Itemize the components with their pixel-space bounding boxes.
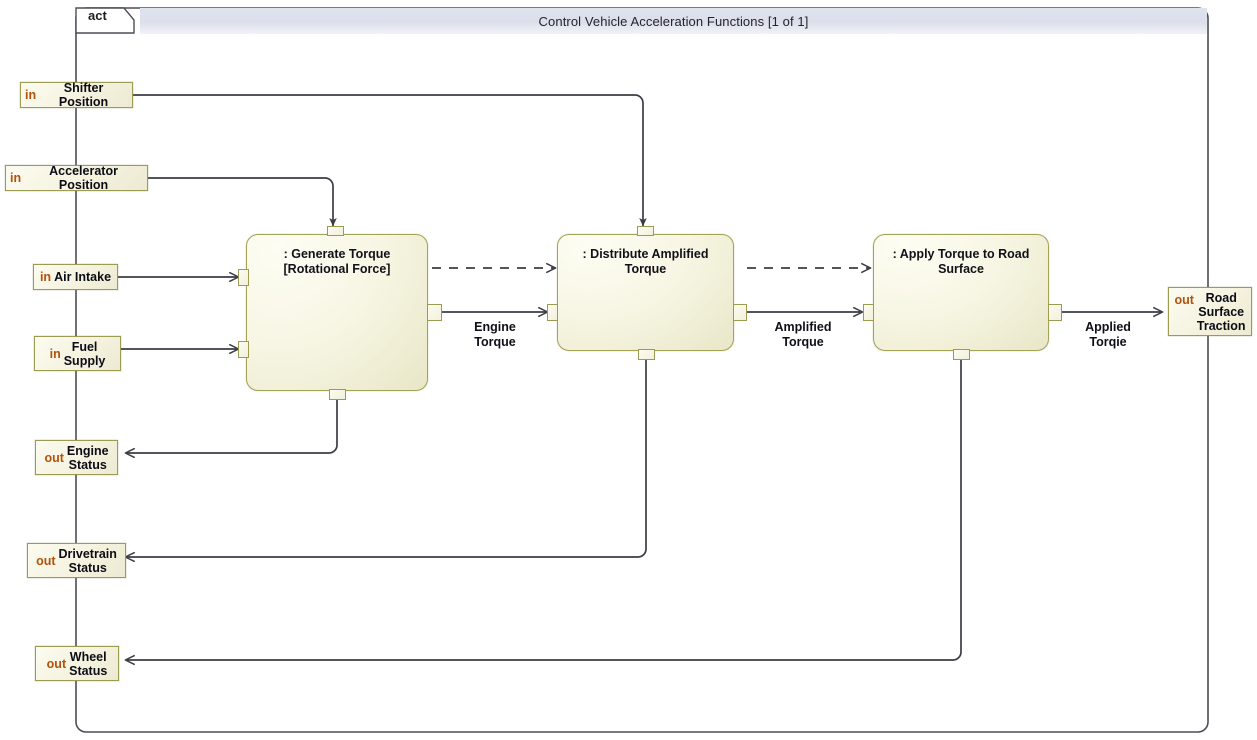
param-direction-in: in (49, 346, 61, 361)
param-direction-out: out (1174, 293, 1194, 307)
edge-label-amplified-torque: Amplified Torque (774, 320, 832, 349)
param-label: Wheel Status (69, 649, 108, 678)
param-direction-out: out (36, 553, 56, 568)
pin-apply-bottom[interactable] (953, 349, 970, 360)
pin-distribute-top[interactable] (637, 226, 654, 236)
flow-accelerator-to-generate (148, 177, 337, 227)
param-label: Drivetrain Status (58, 546, 117, 575)
pin-distribute-in-torque[interactable] (547, 304, 558, 321)
param-label: Fuel Supply (63, 339, 106, 368)
param-direction-out: out (44, 450, 64, 465)
pin-generate-in-fuel[interactable] (238, 341, 249, 358)
edge-label-engine-torque: Engine Torque (474, 320, 516, 349)
action-title: : Apply Torque to Road Surface (892, 247, 1030, 276)
action-title: : Generate Torque [Rotational Force] (283, 247, 391, 276)
param-node-shifter-position[interactable]: in Shifter Position (20, 81, 133, 109)
action-title: : Distribute Amplified Torque (582, 247, 709, 276)
action-node-apply-torque-to-road-surface[interactable]: : Apply Torque to Road Surface (873, 234, 1049, 351)
frame-tab-label: act (88, 8, 107, 23)
pin-distribute-bottom[interactable] (638, 349, 655, 360)
edge-label-applied-torque: Applied Torqie (1085, 320, 1131, 349)
param-direction-in: in (39, 270, 52, 284)
param-direction-in: in (25, 88, 37, 102)
param-label: Air Intake (54, 270, 112, 284)
param-direction-out: out (46, 656, 67, 671)
page-title: Control Vehicle Acceleration Functions [… (538, 13, 809, 29)
pin-generate-out-torque[interactable] (427, 304, 442, 321)
frame-title-bar: Control Vehicle Acceleration Functions [… (140, 8, 1207, 34)
param-label: Shifter Position (58, 81, 109, 109)
pin-generate-top[interactable] (327, 226, 344, 236)
flow-shifter-to-distribute (133, 94, 647, 227)
param-label: Accelerator Position (49, 164, 118, 192)
pin-generate-bottom[interactable] (329, 389, 346, 400)
param-label: Engine Status (66, 443, 109, 472)
pin-apply-in-torque[interactable] (863, 304, 874, 321)
param-direction-in: in (10, 171, 22, 185)
flow-apply-to-wheel-status (124, 358, 962, 666)
pin-apply-out-torque[interactable] (1048, 304, 1062, 321)
action-node-generate-torque[interactable]: : Generate Torque [Rotational Force] (246, 234, 428, 391)
param-label: Road Surface Traction (1196, 290, 1246, 333)
flow-generate-to-engine-status (124, 392, 338, 459)
pin-distribute-out-torque[interactable] (733, 304, 747, 321)
action-node-distribute-amplified-torque[interactable]: : Distribute Amplified Torque (557, 234, 734, 351)
pin-generate-in-air[interactable] (238, 269, 249, 286)
param-node-accelerator-position[interactable]: in Accelerator Position (5, 164, 148, 192)
